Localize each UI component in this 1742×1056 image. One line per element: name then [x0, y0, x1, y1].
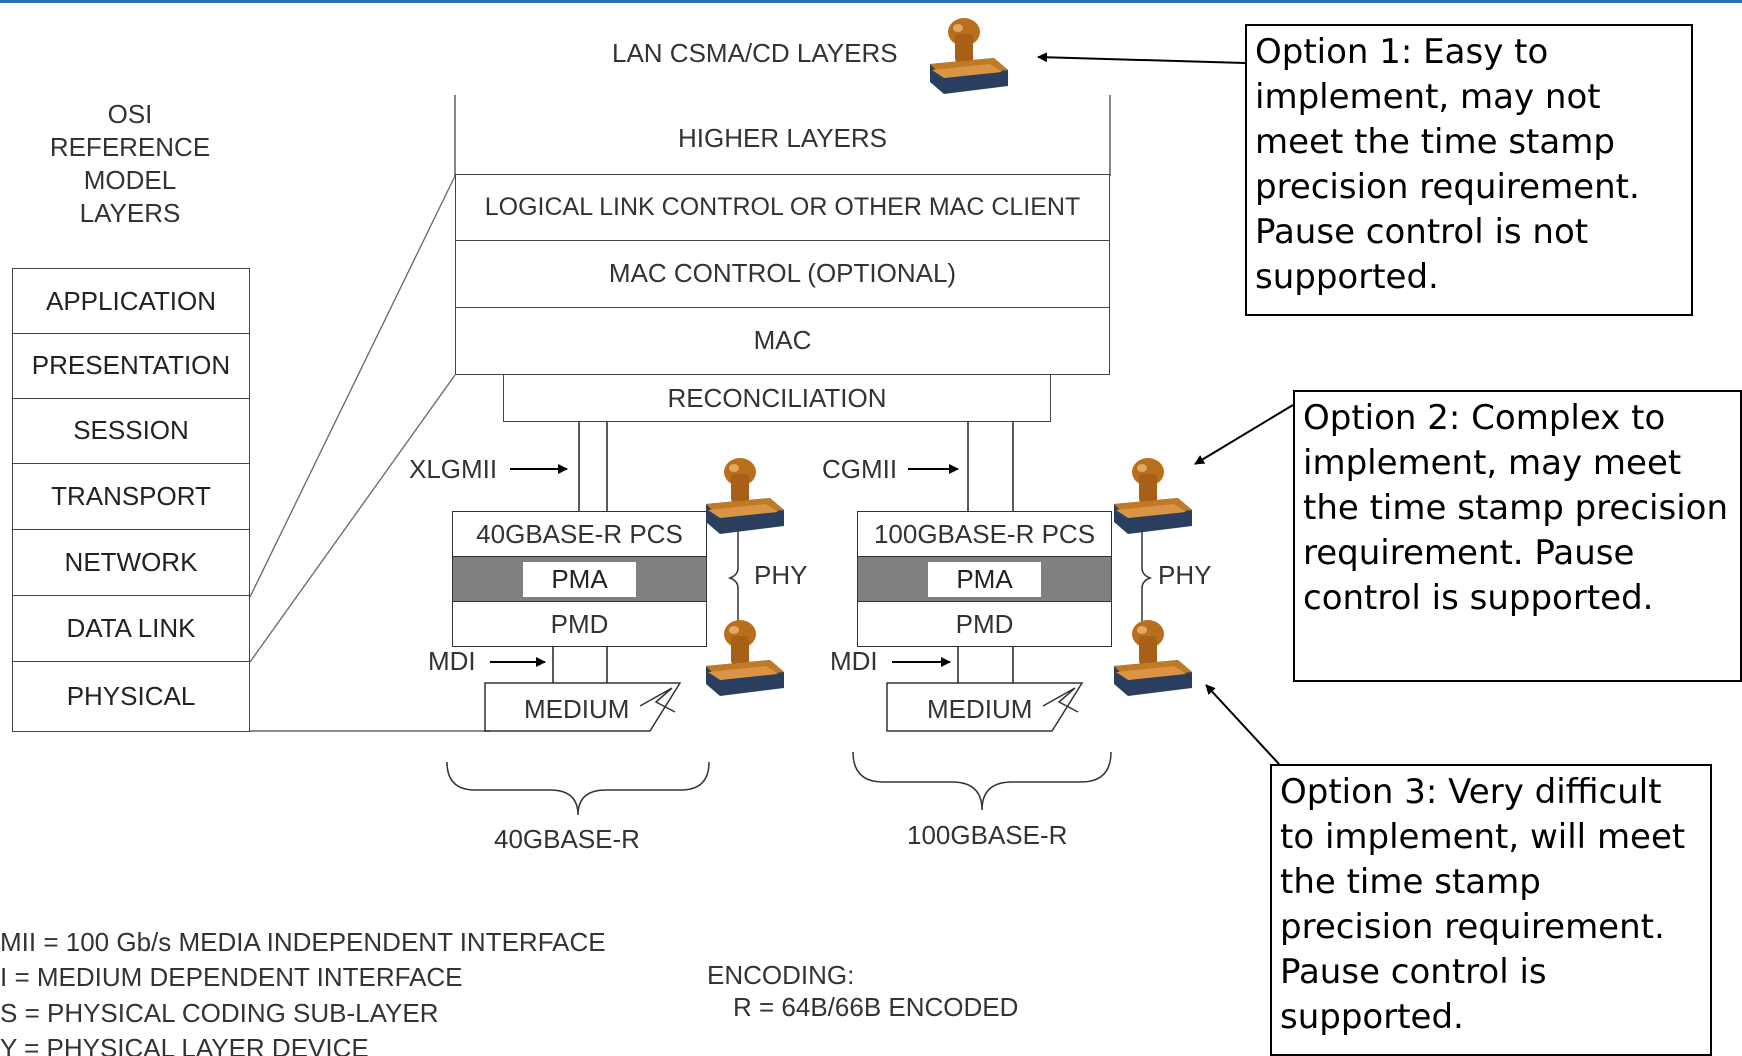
lan-csma-cd-label: LAN CSMA/CD LAYERS [612, 38, 898, 68]
phy-label-right: PHY [1158, 560, 1212, 590]
osi-layer-data-link: DATA LINK [12, 596, 250, 662]
higher-layers-box: HIGHER LAYERS [677, 122, 887, 153]
phy-brace-left [727, 524, 739, 632]
pcs-100g-box: 100GBASE-R PCS [857, 511, 1112, 557]
top-accent-bar [0, 0, 1742, 3]
medium-label-right: MEDIUM [927, 694, 1033, 724]
legend-line: Y = PHYSICAL LAYER DEVICE [0, 1033, 369, 1056]
pma-label: PMA [523, 561, 636, 597]
legend-line: S = PHYSICAL CODING SUB-LAYER [0, 998, 439, 1028]
connector-line [249, 374, 456, 663]
osi-layer-presentation: PRESENTATION [12, 333, 250, 399]
reconciliation-box: RECONCILIATION [503, 375, 1051, 422]
osi-layer-physical: PHYSICAL [12, 662, 250, 732]
legend-line: I = MEDIUM DEPENDENT INTERFACE [0, 962, 463, 992]
pmd-40g-box: PMD [452, 601, 707, 647]
legend-line: MII = 100 Gb/s MEDIA INDEPENDENT INTERFA… [0, 927, 606, 957]
osi-title-line: OSI [107, 99, 153, 129]
osi-title-line: LAYERS [79, 198, 181, 228]
osi-title-line: REFERENCE [49, 132, 211, 162]
mac-control-box: MAC CONTROL (OPTIONAL) [455, 240, 1110, 308]
osi-layer-transport: TRANSPORT [12, 464, 250, 530]
osi-layer-session: SESSION [12, 398, 250, 464]
connector-line [249, 175, 456, 598]
brace-40gbase [446, 761, 710, 816]
option2-arrow [1194, 404, 1294, 465]
osi-layer-application: APPLICATION [12, 268, 250, 334]
option-1-box: Option 1: Easy to implement, may not mee… [1245, 24, 1693, 316]
pma-label: PMA [928, 561, 1041, 597]
medium-shape-right [886, 682, 1084, 732]
phy-brace-right [1141, 524, 1153, 632]
osi-title: OSI REFERENCE MODEL LAYERS [20, 98, 240, 230]
pma-100g-box: PMA [857, 556, 1112, 602]
encoding-title: ENCODING: [707, 960, 855, 990]
group-label-40gbase: 40GBASE-R [494, 824, 640, 854]
brace-100gbase [852, 751, 1112, 811]
llc-box: LOGICAL LINK CONTROL OR OTHER MAC CLIENT [455, 174, 1110, 241]
xlgmii-label: XLGMII [409, 454, 498, 484]
pma-40g-box: PMA [452, 556, 707, 602]
pcs-40g-box: 40GBASE-R PCS [452, 511, 707, 557]
phy-label-left: PHY [754, 560, 808, 590]
option3-arrow [1205, 684, 1280, 765]
option-3-box: Option 3: Very difficult to implement, w… [1270, 764, 1712, 1056]
mdi-label-left: MDI [428, 646, 476, 676]
group-label-100gbase: 100GBASE-R [907, 820, 1068, 850]
medium-shape-left [484, 682, 682, 732]
osi-layer-network: NETWORK [12, 530, 250, 596]
mdi-label-right: MDI [830, 646, 878, 676]
encoding-value: R = 64B/66B ENCODED [733, 992, 1019, 1022]
osi-title-line: MODEL [83, 165, 177, 195]
mac-box: MAC [455, 307, 1110, 375]
cgmii-label: CGMII [822, 454, 898, 484]
option-2-box: Option 2: Complex to implement, may meet… [1293, 390, 1742, 682]
option1-arrow [1037, 52, 1246, 64]
medium-label-left: MEDIUM [524, 694, 630, 724]
pmd-100g-box: PMD [857, 601, 1112, 647]
